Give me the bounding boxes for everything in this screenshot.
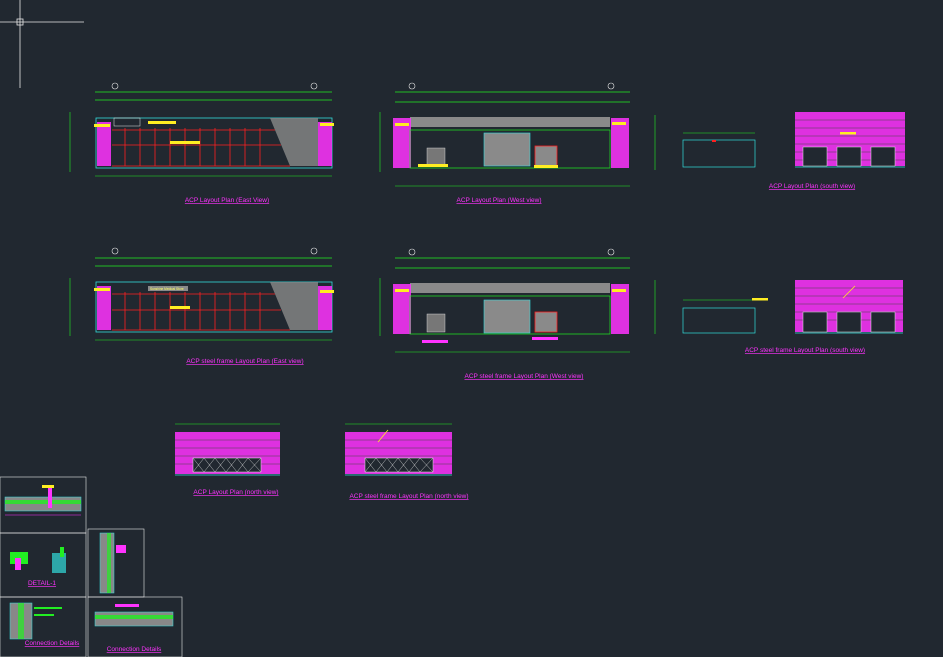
caption-acp-west: ACP Layout Plan (West view) <box>456 197 541 204</box>
acp-north-view-drawing[interactable]: ACP Layout Plan (north view) <box>175 423 280 496</box>
caption-acp-east: ACP Layout Plan (East View) <box>185 197 269 204</box>
detail-panel-1[interactable]: DETAIL-1 <box>0 532 87 598</box>
acp-south-view-drawing[interactable]: ACP Layout Plan (south view) <box>682 112 905 190</box>
caption-connection-1: Connection Details <box>25 640 80 647</box>
detail-panel-vertical[interactable] <box>87 528 145 598</box>
steel-east-view-drawing[interactable]: Sunshine Medical Store ACP steel frame L… <box>69 247 334 365</box>
signage-text: Sunshine Medical Store <box>150 287 184 291</box>
acp-west-view-drawing[interactable]: ACP Layout Plan (West view) <box>379 82 656 204</box>
detail-panel-top[interactable] <box>0 476 87 534</box>
steel-north-view-drawing[interactable]: ACP steel frame Layout Plan (north view) <box>345 423 469 500</box>
caption-steel-east: ACP steel frame Layout Plan (East view) <box>186 358 303 365</box>
caption-acp-north: ACP Layout Plan (north view) <box>193 489 278 496</box>
steel-west-view-drawing[interactable]: ACP steel frame Layout Plan (West view) <box>379 248 656 380</box>
crosshair-cursor-icon <box>0 0 84 88</box>
caption-steel-south: ACP steel frame Layout Plan (south view) <box>745 347 865 354</box>
steel-south-view-drawing[interactable]: ACP steel frame Layout Plan (south view) <box>682 280 903 354</box>
acp-east-view-drawing[interactable]: ACP Layout Plan (East View) <box>69 82 334 204</box>
detail-panel-connection-1[interactable]: Connection Details <box>0 596 87 657</box>
caption-steel-west: ACP steel frame Layout Plan (West view) <box>465 373 584 380</box>
caption-connection-2: Connection Details <box>107 646 162 653</box>
caption-acp-south: ACP Layout Plan (south view) <box>769 183 855 190</box>
caption-detail-1: DETAIL-1 <box>28 580 56 587</box>
detail-panel-connection-2[interactable]: Connection Details <box>87 596 183 657</box>
caption-steel-north: ACP steel frame Layout Plan (north view) <box>349 493 468 500</box>
